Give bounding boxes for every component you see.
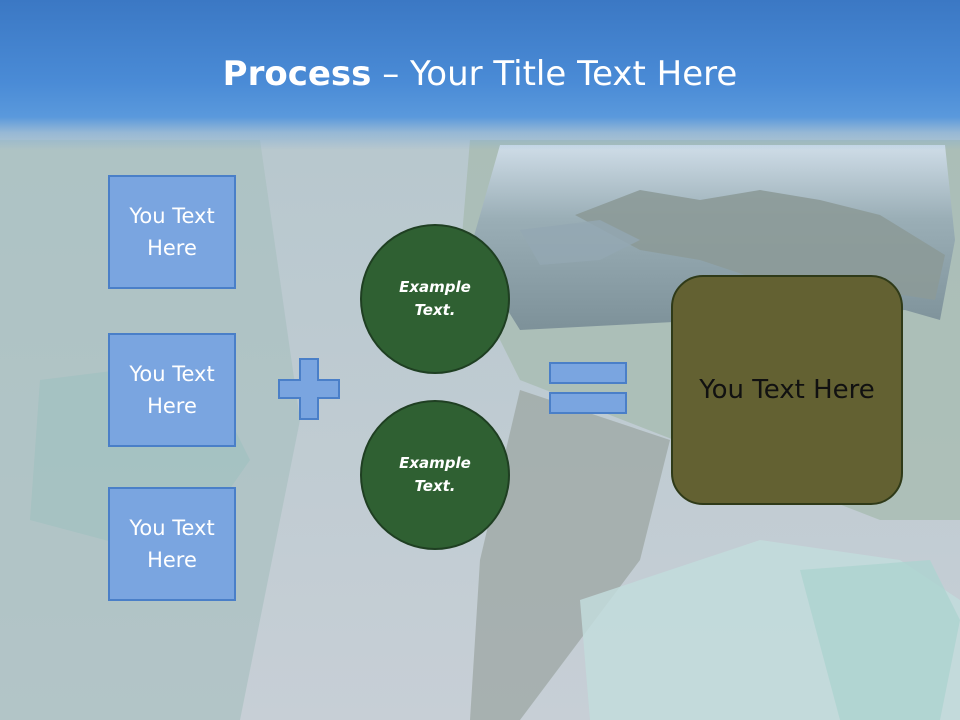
title-rest: Your Title Text Here <box>410 54 738 94</box>
example-circle-2[interactable]: Example Text. <box>360 400 510 550</box>
equals-icon <box>549 362 627 414</box>
left-box-1[interactable]: You Text Here <box>108 175 236 289</box>
result-box-label: You Text Here <box>699 375 875 405</box>
slide-title: Process – Your Title Text Here <box>0 52 960 96</box>
example-circle-1-label: Example Text. <box>399 278 471 319</box>
example-circle-1[interactable]: Example Text. <box>360 224 510 374</box>
title-bold: Process <box>222 54 372 94</box>
left-box-1-label: You Text Here <box>129 204 215 260</box>
left-box-2-label: You Text Here <box>129 362 215 418</box>
left-box-2[interactable]: You Text Here <box>108 333 236 447</box>
example-circle-2-label: Example Text. <box>399 454 471 495</box>
left-box-3-label: You Text Here <box>129 516 215 572</box>
title-separator: – <box>371 54 411 94</box>
plus-icon <box>278 358 340 420</box>
title-band <box>0 0 960 150</box>
result-box[interactable]: You Text Here <box>671 275 903 505</box>
left-box-3[interactable]: You Text Here <box>108 487 236 601</box>
